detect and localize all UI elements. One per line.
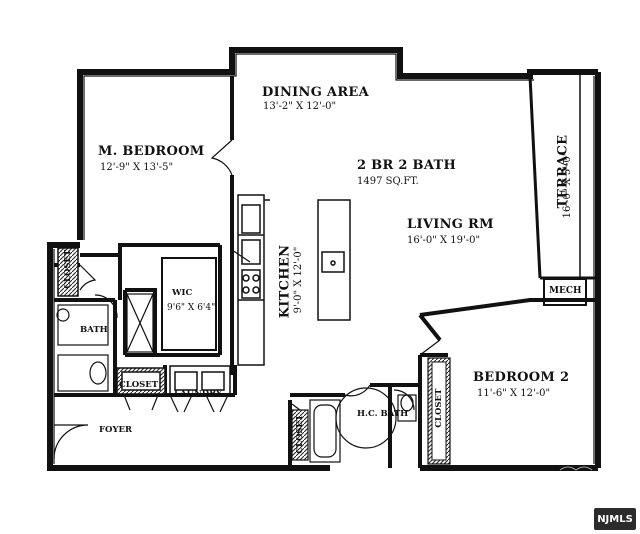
closet-hc-box xyxy=(291,409,309,461)
closet-left-name: CLOSET xyxy=(62,249,73,289)
master-bedroom-dim: 12'-9" X 13'-5" xyxy=(100,162,174,173)
laundry-name: LAUNDRY xyxy=(174,389,222,399)
interior-walls xyxy=(54,76,598,468)
master-bedroom-name: M. BEDROOM xyxy=(98,144,205,159)
dining-area-name: DINING AREA xyxy=(262,85,370,100)
mech-name: MECH xyxy=(549,286,582,296)
laundry-doors xyxy=(123,394,229,413)
bedroom2-name: BEDROOM 2 xyxy=(473,370,570,385)
wic-shelf xyxy=(126,293,154,353)
exterior-walls xyxy=(47,47,601,471)
living-room-dim: 16'-0" X 19'-0" xyxy=(407,235,481,246)
hc-bath-name: H.C. BATH xyxy=(357,410,408,419)
dining-area-dim: 13'-2" X 12'-0" xyxy=(263,101,337,112)
unit-summary-title: 2 BR 2 BATH xyxy=(357,158,457,173)
exterior-wall-inner-lines xyxy=(53,53,595,464)
foyer-name: FOYER xyxy=(99,425,133,435)
closet-br2-name: CLOSET xyxy=(433,388,444,428)
door-swings xyxy=(53,139,441,460)
unit-summary-area: 1497 SQ.FT. xyxy=(357,176,419,187)
kitchen-name: KITCHEN xyxy=(277,244,293,319)
closet-hall-name: CLOSET xyxy=(119,380,159,390)
closet-left-box xyxy=(57,247,79,297)
hall-closet-laundry xyxy=(116,365,231,395)
mech-box xyxy=(543,278,587,306)
scribble xyxy=(559,466,593,471)
hc-bath-label: H.C. BATH xyxy=(357,409,409,419)
hc-bath-fixtures xyxy=(291,387,417,463)
closet-hc-name: CLOSET xyxy=(294,414,305,454)
kitchen-counters xyxy=(237,194,270,366)
terrace-dim: 16'-0" X 5'-0" xyxy=(562,151,573,219)
kitchen-island xyxy=(317,199,351,321)
bedroom2-dim: 11'-6" X 12'-0" xyxy=(477,388,551,399)
bath-name: BATH xyxy=(80,325,108,335)
watermark-logo: NJMLS xyxy=(594,508,636,530)
living-room-name: LIVING RM xyxy=(407,217,494,232)
bath-fixtures xyxy=(56,294,118,392)
wic-outline xyxy=(161,257,217,351)
wic-name: WIC xyxy=(172,288,193,298)
kitchen-dim: 9'-0" X 12'-0" xyxy=(293,246,304,314)
wic-dim: 9'6" X 6'4" xyxy=(167,303,216,313)
